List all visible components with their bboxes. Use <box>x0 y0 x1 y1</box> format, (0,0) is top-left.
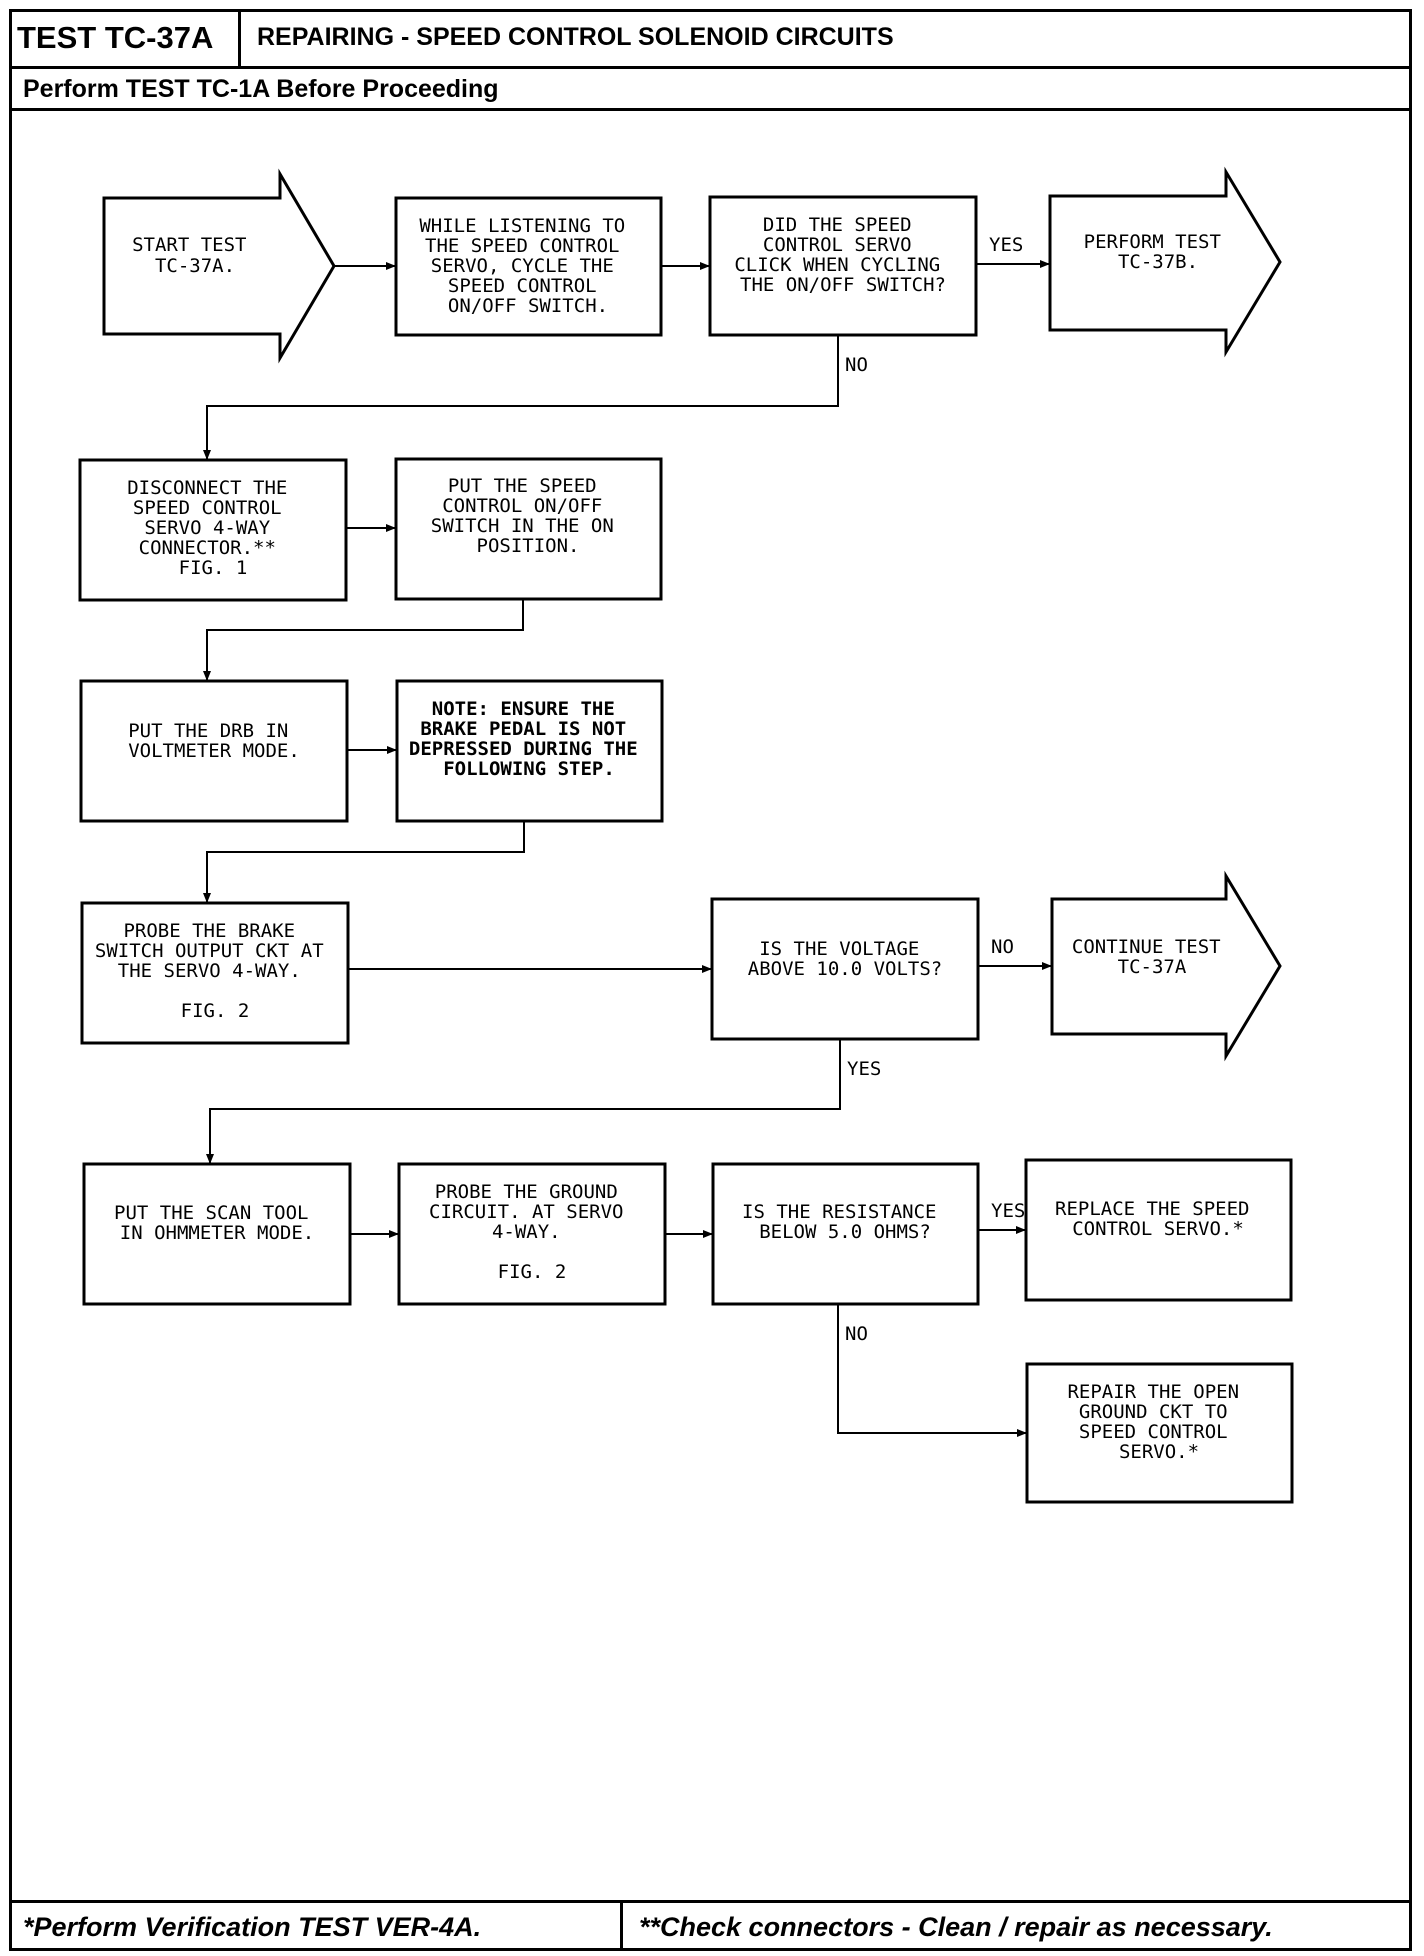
repair-ground-text: REPAIR THE OPEN GROUND CKT TO SPEED CONT… <box>1067 1381 1250 1463</box>
question-resistance-box <box>711 1162 980 1306</box>
continue-37a-arrow-shape <box>1050 870 1282 1062</box>
perform-37b-arrow-shape <box>1048 166 1282 358</box>
drb-voltmeter-box <box>79 679 349 823</box>
question-click-box <box>708 195 978 337</box>
question-voltage-text: IS THE VOLTAGE ABOVE 10.0 VOLTS? <box>748 938 942 980</box>
footer-bar: *Perform Verification TEST VER-4A. **Che… <box>9 1900 1412 1951</box>
question-resistance-text: IS THE RESISTANCE BELOW 5.0 OHMS? <box>742 1201 948 1243</box>
prerequisite-bar: Perform TEST TC-1A Before Proceeding <box>9 69 1412 111</box>
connector <box>203 335 839 460</box>
continue-37a-text: CONTINUE TEST TC-37A <box>1072 936 1232 978</box>
disconnect-box <box>78 458 348 602</box>
probe-brake-text: PROBE THE BRAKE SWITCH OUTPUT CKT AT THE… <box>95 920 335 1022</box>
listen-text: WHILE LISTENING TO THE SPEED CONTROL SER… <box>419 215 636 317</box>
header-bar: TEST TC-37A REPAIRING - SPEED CONTROL SO… <box>9 9 1412 69</box>
scan-ohmmeter-box <box>82 1162 352 1306</box>
probe-brake-box <box>80 901 350 1045</box>
connector <box>837 1304 1027 1437</box>
question-voltage-box <box>710 897 980 1041</box>
scan-ohmmeter-text: PUT THE SCAN TOOL IN OHMMETER MODE. <box>114 1202 320 1244</box>
footer-verification-note: *Perform Verification TEST VER-4A. <box>9 1903 623 1951</box>
start-text: START TEST TC-37A. <box>132 234 258 277</box>
yes-label: YES <box>847 1058 881 1080</box>
disconnect-text: DISCONNECT THE SPEED CONTROL SERVO 4-WAY… <box>127 477 299 579</box>
perform-37b-text: PERFORM TEST TC-37B. <box>1084 231 1233 273</box>
start-arrow-shape <box>102 168 336 364</box>
question-click-text: DID THE SPEED CONTROL SERVO CLICK WHEN C… <box>734 214 951 296</box>
no-label: NO <box>845 1323 868 1345</box>
prerequisite-note: Perform TEST TC-1A Before Proceeding <box>23 75 499 103</box>
repair-ground-box <box>1025 1362 1294 1504</box>
drb-voltmeter-text: PUT THE DRB IN VOLTMETER MODE. <box>128 720 300 762</box>
switch-on-text: PUT THE SPEED CONTROL ON/OFF SWITCH IN T… <box>431 475 625 557</box>
connector <box>206 1039 841 1164</box>
replace-servo-text: REPLACE THE SPEED CONTROL SERVO.* <box>1055 1198 1261 1240</box>
probe-ground-text: PROBE THE GROUND CIRCUIT. AT SERVO 4-WAY… <box>429 1181 635 1283</box>
no-label: NO <box>991 936 1014 958</box>
footer-connector-note: **Check connectors - Clean / repair as n… <box>639 1912 1273 1942</box>
connector <box>203 599 524 681</box>
test-id: TEST TC-37A <box>9 9 241 66</box>
probe-ground-box <box>397 1162 667 1306</box>
replace-servo-box <box>1024 1158 1293 1302</box>
connector <box>203 821 525 903</box>
no-label: NO <box>845 354 868 376</box>
note-box <box>395 679 664 823</box>
note-text: NOTE: ENSURE THE BRAKE PEDAL IS NOT DEPR… <box>409 698 649 780</box>
switch-on-box <box>394 457 663 601</box>
page-title: REPAIRING - SPEED CONTROL SOLENOID CIRCU… <box>257 23 894 51</box>
page-frame <box>9 9 1412 1951</box>
yes-label: YES <box>989 234 1023 256</box>
yes-label: YES <box>991 1200 1025 1222</box>
